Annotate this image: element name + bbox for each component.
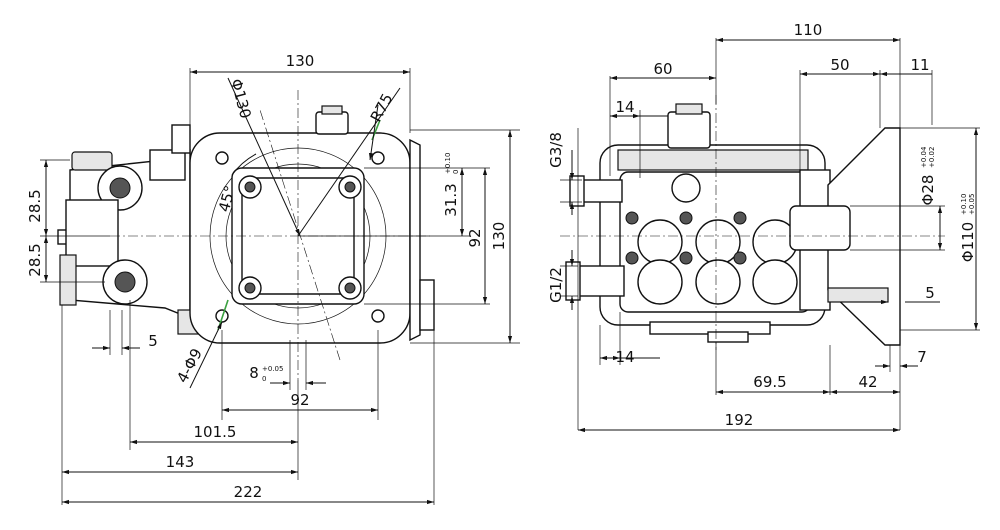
dim-101-5: 101.5	[194, 423, 237, 441]
dim-8: 8	[249, 364, 259, 382]
dim-r75: R75	[367, 90, 397, 125]
dim-phi110-tol-upper: +0.10	[960, 194, 968, 215]
dim-8-tol-lower: 0	[262, 375, 266, 383]
dim-11: 11	[910, 56, 929, 74]
front-view: 130 Φ130 R75 45° 31.3 +0.10 0 92 130 28.…	[26, 52, 520, 505]
dim-phi110: Φ110	[959, 222, 977, 262]
dim-31-3: 31.3	[442, 183, 460, 216]
front-extension-lines	[40, 68, 520, 505]
dim-5: 5	[148, 332, 158, 350]
side-view: 110 60 50 11 14 G3/8 G1/2 Φ28 +0.04 +0.0…	[547, 21, 980, 433]
dim-143: 143	[166, 453, 195, 471]
dim-92-bottom: 92	[290, 391, 309, 409]
dim-130-right: 130	[490, 222, 508, 251]
front-flange	[110, 90, 435, 380]
dim-60: 60	[653, 60, 672, 78]
dim-28-5-lower: 28.5	[26, 243, 44, 276]
side-dimension-lines	[569, 37, 979, 433]
dim-222: 222	[234, 483, 263, 501]
dim-110-top: 110	[794, 21, 823, 39]
dim-phi110-tol-lower: +0.05	[968, 194, 976, 215]
dim-192: 192	[725, 411, 754, 429]
dim-92-right: 92	[466, 228, 484, 247]
dim-31-3-tol-upper: +0.10	[444, 153, 452, 174]
dim-g3-8: G3/8	[547, 132, 565, 168]
dim-phi28-tol-lower: +0.02	[928, 147, 936, 168]
dim-50: 50	[830, 56, 849, 74]
dim-g1-2: G1/2	[547, 267, 565, 303]
dim-42: 42	[858, 373, 877, 391]
dim-130-top: 130	[286, 52, 315, 70]
dim-14-bottom: 14	[615, 348, 634, 366]
front-manifold	[57, 124, 199, 335]
dim-8-tol-upper: +0.05	[262, 365, 283, 373]
front-dimension-lines	[43, 69, 513, 505]
dim-7: 7	[917, 348, 927, 366]
dim-phi28: Φ28	[919, 175, 937, 206]
dim-31-3-tol-lower: 0	[452, 170, 460, 174]
dim-phi28-tol-upper: +0.04	[920, 146, 928, 168]
dim-phi130: Φ130	[227, 77, 255, 121]
dim-28-5-upper: 28.5	[26, 189, 44, 222]
side-extension-lines	[560, 38, 980, 430]
dim-69-5: 69.5	[753, 373, 786, 391]
dim-14-top: 14	[615, 98, 634, 116]
side-pump-body	[560, 95, 945, 350]
dim-5-right: 5	[925, 284, 935, 302]
